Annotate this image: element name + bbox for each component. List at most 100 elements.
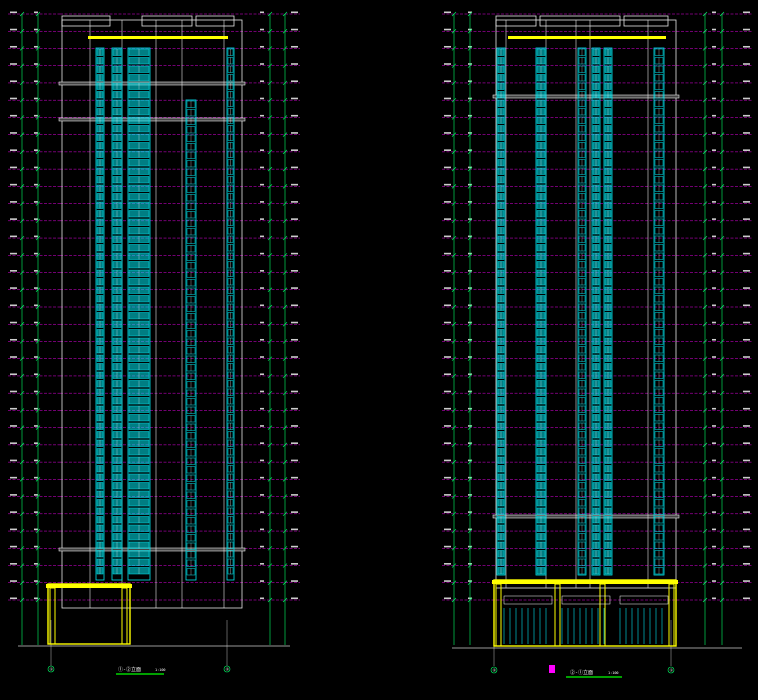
level-mark — [712, 11, 716, 14]
dimension-tick — [267, 304, 273, 310]
level-mark — [291, 97, 298, 100]
dimension-tick — [719, 511, 725, 517]
right-dimension-lines — [451, 11, 725, 666]
dimension-tick — [267, 546, 273, 551]
level-mark — [444, 528, 451, 531]
level-mark — [10, 476, 17, 479]
level-mark — [444, 580, 451, 582]
level-mark — [10, 528, 17, 531]
dimension-tick — [702, 425, 708, 430]
dimension-tick — [282, 29, 288, 34]
level-mark — [444, 442, 451, 444]
dimension-tick — [702, 459, 708, 465]
level-mark — [291, 114, 298, 117]
dimension-tick — [467, 184, 473, 189]
level-mark — [291, 183, 298, 186]
level-mark — [34, 597, 38, 600]
dimension-tick — [267, 408, 273, 413]
dimension-tick — [451, 528, 457, 534]
dimension-tick — [267, 580, 273, 585]
level-mark — [444, 114, 451, 117]
dimension-tick — [19, 201, 25, 206]
level-mark — [743, 114, 750, 117]
dimension-tick — [451, 166, 457, 172]
dimension-tick — [702, 235, 708, 241]
level-mark — [712, 45, 716, 48]
level-mark — [34, 407, 38, 410]
dimension-tick — [19, 287, 25, 292]
level-mark — [260, 114, 264, 117]
level-mark — [444, 149, 451, 151]
right-elevation: ②-①立面 1:100 ② ① — [442, 11, 752, 678]
level-mark — [743, 580, 750, 582]
level-mark — [444, 252, 451, 255]
level-mark — [743, 97, 750, 100]
dimension-tick — [19, 149, 25, 155]
dimension-tick — [451, 149, 457, 155]
dimension-tick — [19, 528, 25, 534]
dimension-tick — [267, 597, 273, 603]
dimension-tick — [702, 253, 708, 258]
dimension-tick — [35, 442, 41, 448]
level-mark — [10, 63, 17, 65]
dimension-tick — [19, 442, 25, 448]
level-mark — [34, 270, 38, 272]
level-mark — [712, 114, 716, 117]
level-mark — [712, 545, 716, 548]
level-mark — [291, 287, 298, 289]
level-mark — [712, 563, 716, 565]
dimension-tick — [451, 218, 457, 224]
level-mark — [444, 304, 451, 307]
shop-sign — [619, 595, 669, 605]
level-mark — [444, 11, 451, 14]
level-mark — [444, 63, 451, 65]
dimension-tick — [35, 339, 41, 344]
level-mark — [712, 201, 716, 203]
right-title-text: ②-①立面 — [570, 669, 593, 676]
level-mark — [10, 304, 17, 307]
dimension-tick — [719, 477, 725, 482]
right-axis-markers: ② ① — [490, 666, 675, 674]
dimension-tick — [451, 29, 457, 34]
level-mark — [10, 166, 17, 169]
level-mark — [260, 476, 264, 479]
dimension-tick — [451, 494, 457, 499]
dimension-tick — [719, 29, 725, 34]
level-mark — [34, 149, 38, 151]
level-mark — [291, 321, 298, 324]
level-mark — [34, 201, 38, 203]
right-axis-label-1: ② — [493, 668, 497, 673]
dimension-tick — [267, 477, 273, 482]
window-column-frame — [535, 47, 547, 576]
level-mark — [712, 235, 716, 238]
roof-parapet — [61, 15, 111, 27]
level-mark — [444, 494, 451, 496]
left-title-text: ①-②立面 — [118, 666, 141, 673]
dimension-tick — [719, 322, 725, 327]
dimension-tick — [267, 80, 273, 86]
dimension-tick — [282, 11, 288, 17]
dimension-tick — [267, 339, 273, 344]
level-mark — [10, 356, 17, 358]
dimension-tick — [467, 132, 473, 137]
right-axis-bubble-2 — [667, 666, 675, 674]
level-mark — [34, 11, 38, 14]
level-mark — [291, 166, 298, 169]
dimension-tick — [467, 390, 473, 396]
dimension-tick — [719, 63, 725, 68]
level-mark — [10, 511, 17, 513]
level-mark — [34, 425, 38, 427]
level-mark — [712, 304, 716, 307]
level-mark — [743, 63, 750, 65]
level-mark — [712, 425, 716, 427]
level-mark — [743, 338, 750, 341]
dimension-tick — [35, 580, 41, 585]
roof-crown — [508, 36, 666, 39]
level-mark — [10, 545, 17, 548]
dimension-tick — [702, 563, 708, 568]
level-mark — [444, 166, 451, 169]
level-mark — [260, 28, 264, 31]
dimension-tick — [467, 546, 473, 551]
level-mark — [712, 132, 716, 134]
